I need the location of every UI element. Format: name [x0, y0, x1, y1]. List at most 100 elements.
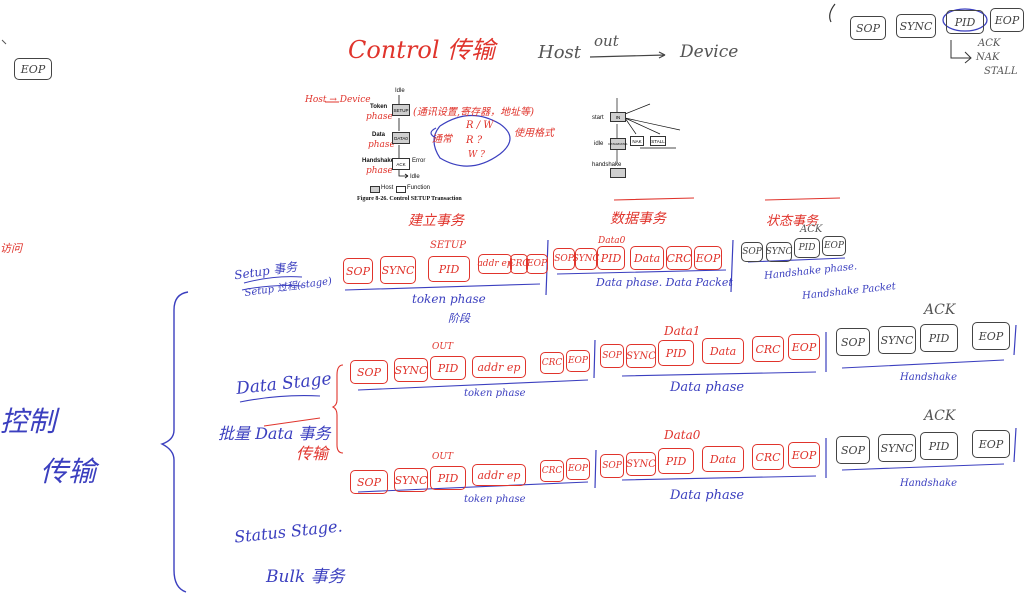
tr-pid-box: PID: [946, 10, 984, 34]
row1-data-crc-label: CRC: [666, 251, 692, 265]
row3-token-crc: CRC: [540, 460, 564, 482]
fig2-nak-label: NAK: [632, 138, 642, 144]
fig-legend-host-swatch: [370, 186, 380, 193]
row1-token-crc: CRC: [508, 254, 530, 274]
fig-data0-label: DATA0: [394, 135, 408, 141]
tr-stall: STALL: [984, 66, 1018, 77]
row3-token-pid: PID: [430, 466, 466, 490]
fig-setup-box: SETUP: [392, 104, 410, 116]
fig-note-top: (通讯设置,寄存器，地址等): [413, 107, 534, 118]
row2-token-crc: CRC: [540, 352, 564, 374]
fig-note-side-left: 通常: [432, 134, 452, 145]
fig-data0-box: DATA0: [392, 132, 410, 144]
row1-token-sync-label: SYNC: [381, 263, 415, 277]
row1-token-eop: EOP: [526, 254, 548, 274]
fig-error-label: Error: [412, 158, 426, 164]
flow-from: Host: [538, 42, 582, 63]
tr-pid-label: PID: [954, 15, 976, 29]
row3-hs-sop-label: SOP: [841, 443, 865, 457]
row2-token-eop-label: EOP: [567, 356, 588, 366]
row2-hs-caption: Handshake: [900, 372, 958, 383]
row1-hs-sop-label: SOP: [742, 247, 762, 257]
tr-sop-label: SOP: [856, 21, 880, 35]
row2-hs-sop: SOP: [836, 328, 870, 356]
row2-hs-eop-label: EOP: [978, 329, 1004, 343]
row1-token-addr-label: addr ep: [477, 259, 513, 269]
row1-hs-sync-label: SYNC: [765, 247, 793, 257]
row2-token-eop: EOP: [566, 350, 590, 372]
row1-data-caption: Data phase. Data Packet: [596, 276, 733, 289]
row3-token-addr: addr ep: [472, 464, 526, 486]
row3-token-sync: SYNC: [394, 468, 428, 492]
row1-token-pid: PID: [428, 256, 470, 282]
row1-data-sop: SOP: [553, 248, 575, 270]
fig-below-label: 建立事务: [408, 213, 464, 229]
row3-data-label: Data0: [664, 428, 701, 442]
row1-data-sync-label: SYNC: [572, 254, 600, 264]
row3-data-caption: Data phase: [670, 488, 745, 503]
fig2-stall-label: STALL: [651, 138, 665, 144]
fig-note-rw: R / W: [466, 120, 494, 131]
tr-ack: ACK: [978, 38, 1001, 49]
fig-caption: Figure 8-26. Control SETUP Transaction: [357, 196, 462, 202]
row1-data-pid: PID: [597, 246, 625, 270]
fig-idle-top: Idle: [395, 88, 405, 94]
tr-nak: NAK: [976, 52, 1000, 63]
fig2-ack-box: [610, 168, 626, 178]
row1-token-label: SETUP: [430, 240, 466, 251]
row3-data-sync-label: SYNC: [626, 458, 656, 470]
fig2-data-label: DATA0/DATA1: [608, 142, 628, 146]
handshake-title: 状态事务: [766, 214, 819, 229]
row2-data-caption: Data phase: [670, 380, 745, 395]
row1-data-data-label: Data: [633, 251, 661, 265]
fig2-below-label: 数据事务: [610, 211, 666, 227]
row1-data-crc: CRC: [666, 246, 692, 270]
row1-hs-label: ACK: [800, 224, 823, 235]
row2-hs-pid: PID: [920, 324, 958, 352]
row3-token-eop: EOP: [566, 458, 590, 480]
row3-token-eop-label: EOP: [567, 464, 588, 474]
fig2-idle: idle: [594, 141, 604, 147]
row2-data-pid: PID: [658, 340, 694, 366]
row2-data-eop: EOP: [788, 334, 820, 360]
row3-data-pid: PID: [658, 448, 694, 474]
fig-note-w: W ?: [468, 150, 485, 160]
row1-token-pid-label: PID: [438, 262, 460, 276]
fig2-stall-box: STALL: [650, 136, 666, 146]
row3-data-data-label: Data: [709, 452, 737, 466]
fig2-in-label: IN: [615, 114, 621, 120]
row2-data-label: Data1: [664, 324, 701, 338]
fig-host-device: Host → Device: [305, 95, 371, 105]
fig2-in-box: IN: [610, 112, 626, 122]
row2-hs-label: ACK: [924, 302, 956, 318]
row3-hs-sync: SYNC: [878, 434, 916, 462]
fig-token-label: Token: [370, 104, 388, 110]
row2-hs-sync-label: SYNC: [880, 333, 914, 347]
row3-data-sync: SYNC: [626, 452, 656, 476]
fig-ack-label: ACK: [396, 161, 406, 167]
row2-data-sync: SYNC: [626, 344, 656, 368]
left-fragment-text: 访问: [0, 242, 22, 255]
row3-token-caption: token phase: [464, 494, 526, 505]
row1-token-caption: token phase: [412, 292, 486, 306]
fig-ack-box: ACK: [392, 158, 410, 170]
row2-data-eop-label: EOP: [791, 340, 817, 354]
row2-data-sop-label: SOP: [602, 351, 622, 361]
row2-token-pid-label: PID: [437, 361, 459, 375]
row3-token-addr-label: addr ep: [477, 468, 521, 482]
row1-data-sync: SYNC: [572, 248, 600, 270]
row3-token-sync-label: SYNC: [394, 473, 428, 487]
row2-token-label: OUT: [432, 342, 453, 352]
row3-data-crc: CRC: [752, 444, 784, 470]
row3-data-sop-label: SOP: [602, 461, 622, 471]
row1-hs-sop: SOP: [741, 242, 763, 262]
row1-data-label: Data0: [598, 236, 626, 246]
row1-hs-sync: SYNC: [766, 242, 792, 262]
row1-token-crc-label: CRC: [508, 259, 530, 269]
fig2-nak-box: NAK: [630, 136, 644, 146]
row2-hs-pid-label: PID: [928, 331, 950, 345]
row2-token-addr: addr ep: [472, 356, 526, 378]
row2-token-addr-label: addr ep: [477, 360, 521, 374]
row1-data-eop-label: EOP: [695, 251, 721, 265]
